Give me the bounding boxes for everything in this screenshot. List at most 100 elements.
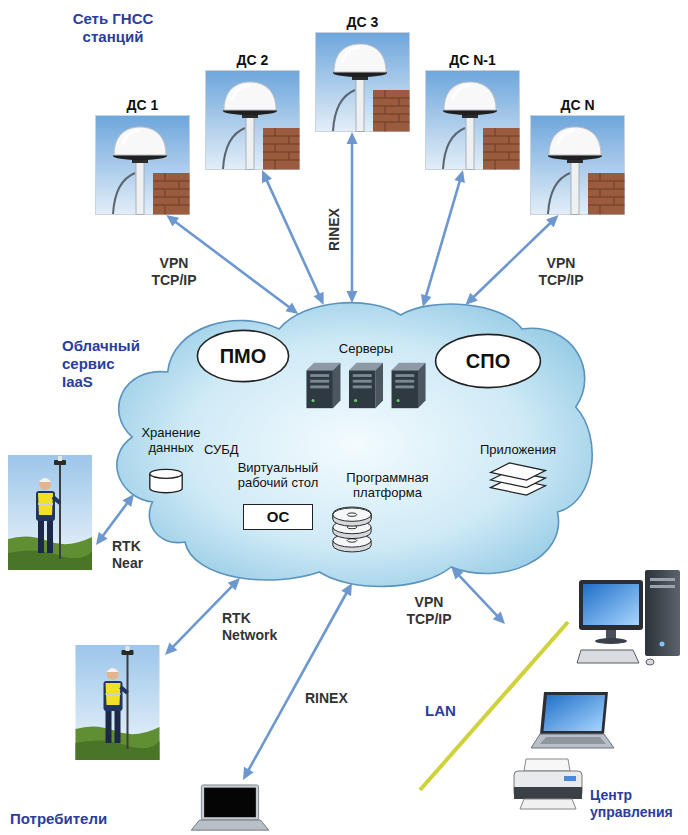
arrow-head [493,612,505,625]
arrow-head [165,643,177,655]
arrow-head [346,291,357,303]
station-label-box: ДС N [530,97,625,113]
connector-arrow [346,132,357,303]
control-heading-box: Центр управления [590,787,684,821]
gnss-station: ДС 2 [205,52,300,170]
consumers-heading: Потребители [10,810,140,828]
servers-label: Серверы [302,341,430,356]
platform-label-box: Программная платформа [330,470,445,500]
ellipse-label: ПМО [220,345,267,367]
control-heading: Центр управления [590,787,684,821]
disk-stack-icon-shape [333,507,371,552]
laptop-icon [530,690,616,752]
cloud-heading-box: Облачный сервис IaaS [62,337,144,391]
arrow-head [243,767,254,780]
station-label: ДС 2 [205,52,300,68]
station-photo [205,70,300,170]
dbms-label: СУБД [204,442,239,457]
station-label-box: ДС 1 [95,97,190,113]
consumer-arrow [243,583,352,780]
connector-arrow [262,170,324,305]
arrow-head [228,578,240,590]
station-label: ДС 1 [95,97,190,113]
surveyor-photo [76,645,160,760]
network-heading-box: Сеть ГНСС станций [57,10,169,46]
connector-arrow [421,170,465,307]
apps-label: Приложения [472,442,564,457]
os-box: ОС [243,504,313,530]
storage-label-box: Хранение данных [138,425,204,455]
platform-block: Программная платформа [330,470,445,554]
arrow-head [314,292,324,305]
station-label: ДС N-1 [425,52,520,68]
cloud-heading: Облачный сервис IaaS [62,337,144,391]
disk-stack-icon [330,504,374,554]
edge-label: VPN TCP/IP [148,255,200,289]
software-ellipse: ПМО [196,329,290,383]
station-photo-shape [206,71,300,170]
software-ellipse: СПО [434,333,542,389]
consumer-arrow-line [102,502,128,537]
arrow-head [546,215,558,227]
printer-icon-shape [514,759,582,809]
edge-label-box: RINEX [325,208,342,251]
arrow-head [262,170,272,183]
station-label-box: ДС 3 [315,14,410,30]
station-label: ДС 3 [315,14,410,30]
virtual-desktop: Виртуальный рабочий столОС [228,460,328,532]
consumer-arrow [96,494,134,545]
edge-label: RINEX [325,208,342,251]
gnss-station: ДС 1 [95,97,190,215]
edge-label: VPN TCP/IP [535,255,587,289]
storage-label: Хранение данных [138,425,204,455]
ellipse-label: СПО [466,350,510,372]
lan-label-box: LAN [425,702,469,720]
arrow-head [285,302,298,314]
arrow-head [465,293,477,305]
desktop-computer-icon [575,568,683,668]
desktop-computer-icon-shape [577,570,680,665]
ellipse-shape-shape [436,334,541,387]
gnss-station: ДС N-1 [425,52,520,170]
station-photo [425,70,520,170]
desktop-label-box: Виртуальный рабочий стол [228,460,328,490]
connector-arrow [465,215,558,305]
dbms-label-box: СУБД [204,442,239,457]
laptop-icon-shape [531,692,614,748]
layers-icon-shape [491,463,546,495]
network-heading: Сеть ГНСС станций [57,10,169,46]
platform-label: Программная платформа [330,470,445,500]
consumers-heading-box: Потребители [10,810,140,828]
control-center: Центр управления [505,565,686,833]
station-photo-shape [531,116,625,215]
servers-block: Серверы [302,341,430,413]
printer-icon [512,757,584,812]
connector-arrow-line [458,574,498,617]
servers-label-box: Серверы [302,341,430,356]
arrow-head [454,170,465,183]
database-icon-shape [150,469,182,492]
cloud-shape-shape [117,303,592,587]
link-label: RTK Near [112,538,154,572]
station-photo-shape [316,33,410,132]
station-label: ДС N [530,97,625,113]
link-label-box: RTK Network [222,610,286,644]
laptop-icon [191,785,269,830]
database-icon [148,467,184,495]
arrow-head [347,132,358,144]
server-icon-shape [306,363,425,408]
connector-arrow-line [351,142,354,293]
connector-arrow-line [174,221,290,308]
edge-label-box: VPN TCP/IP [148,255,200,289]
station-photo-shape [96,116,190,215]
ellipse-text-box: ПМО [196,329,290,383]
ellipse-text-box: СПО [434,333,542,389]
cloud-service: Облачный сервис IaaSПМОСерверыСПОХранени… [112,297,598,590]
arrow-head [96,532,108,545]
link-label-box: RINEX [305,690,365,707]
arrow-head [341,583,352,596]
station-photo [95,115,190,215]
station-label-box: ДС N-1 [425,52,520,68]
edge-label-box: VPN TCP/IP [535,255,587,289]
consumer-arrow-line [248,592,347,772]
